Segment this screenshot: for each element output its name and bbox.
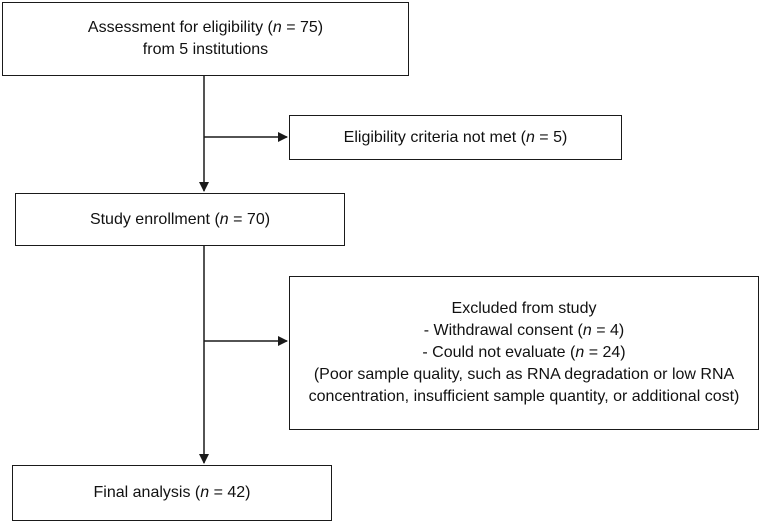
enrollment-box: Study enrollment (n = 70) — [15, 193, 345, 246]
assessment-box: Assessment for eligibility (n = 75) from… — [2, 2, 409, 76]
excluded-reasons: (Poor sample quality, such as RNA degrad… — [308, 366, 740, 405]
excluded-box: Excluded from study - Withdrawal consent… — [289, 276, 759, 430]
excluded-withdrawal: - Withdrawal consent (n = 4) — [423, 322, 625, 339]
final-analysis-box: Final analysis (n = 42) — [12, 465, 332, 521]
ineligible-box: Eligibility criteria not met (n = 5) — [289, 115, 622, 160]
enrollment-label: Study enrollment (n = 70) — [89, 210, 271, 228]
final-analysis-label: Final analysis (n = 42) — [93, 484, 251, 501]
assessment-label: Assessment for eligibility (n = 75) — [87, 19, 324, 36]
assessment-institutions: from 5 institutions — [142, 41, 269, 58]
excluded-heading: Excluded from study — [451, 300, 597, 317]
ineligible-label: Eligibility criteria not met (n = 5) — [343, 128, 568, 146]
excluded-not-evaluated: - Could not evaluate (n = 24) — [422, 344, 626, 361]
